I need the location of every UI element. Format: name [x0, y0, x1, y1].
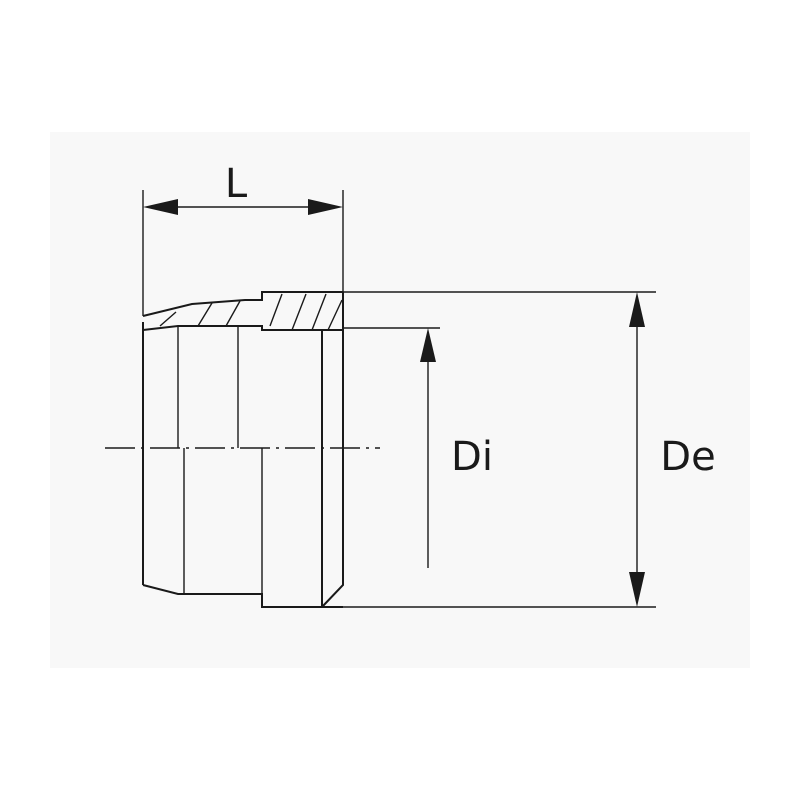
inner-diameter-label: Di	[451, 434, 493, 480]
dimension-inner-diameter: Di	[343, 327, 493, 568]
section-hatching	[159, 293, 343, 331]
dimension-outer-diameter: De	[343, 291, 716, 608]
arrowhead-up-icon	[629, 292, 645, 327]
length-label: L	[225, 161, 248, 207]
outer-diameter-label: De	[660, 434, 715, 480]
bore-step-lines	[177, 326, 323, 607]
fitting-outline	[142, 291, 344, 608]
arrowhead-right-icon	[308, 199, 343, 215]
arrowhead-down-icon	[629, 572, 645, 607]
arrowhead-up-icon	[420, 328, 436, 362]
arrowhead-left-icon	[143, 199, 178, 215]
dimension-length: L	[142, 161, 344, 316]
